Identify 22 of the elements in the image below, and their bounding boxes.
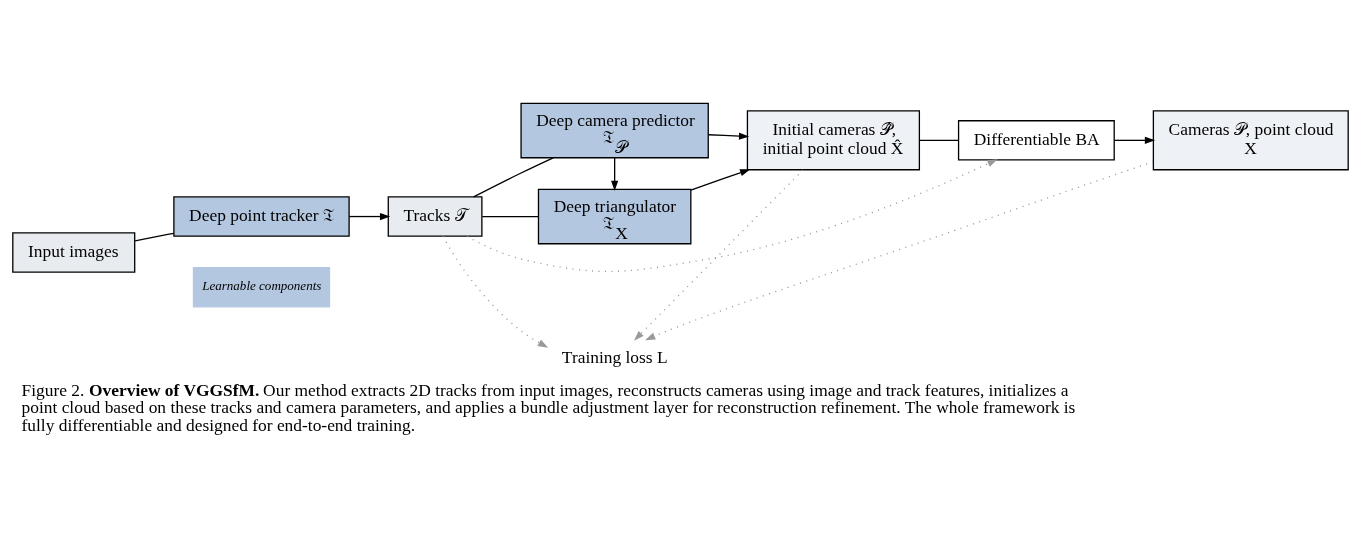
arrow bbox=[690, 169, 751, 191]
caption: Figure 2. Overview of VGGSfM. Our method extracts 2D tracks from input images, reconstructs cameras using image and track features, initializes a point cloud based on these tracks and camera parameters, and applies a bundle adjustment layer for reconstruction refinement. The whole framework is fully differentiable and designed for end-to-end training. bbox=[21, 379, 1076, 435]
node-text: Training loss L bbox=[561, 347, 668, 368]
connector bbox=[134, 232, 175, 242]
node-box: Tracks 𝒯 bbox=[387, 196, 483, 237]
arrow bbox=[645, 161, 1154, 341]
arrow bbox=[633, 169, 804, 341]
arrow bbox=[707, 132, 750, 140]
arrow bbox=[348, 212, 391, 221]
arrow bbox=[611, 157, 619, 191]
connector bbox=[472, 157, 554, 198]
arrow bbox=[442, 235, 549, 348]
node-box: Initial cameras 𝒫̂, initial point cloud X̂ bbox=[746, 110, 921, 171]
arrow bbox=[1113, 136, 1156, 144]
node-box: Deep point tracker 𝔗 bbox=[173, 196, 350, 237]
connector bbox=[481, 215, 540, 218]
node-box: Input images bbox=[12, 232, 136, 273]
connector bbox=[919, 139, 959, 141]
arrow bbox=[466, 159, 998, 273]
legend-label: Learnable components bbox=[202, 277, 322, 293]
node-box: Cameras 𝒫, point cloud X bbox=[1152, 110, 1349, 171]
node-box: Differentiable BA bbox=[957, 120, 1115, 161]
